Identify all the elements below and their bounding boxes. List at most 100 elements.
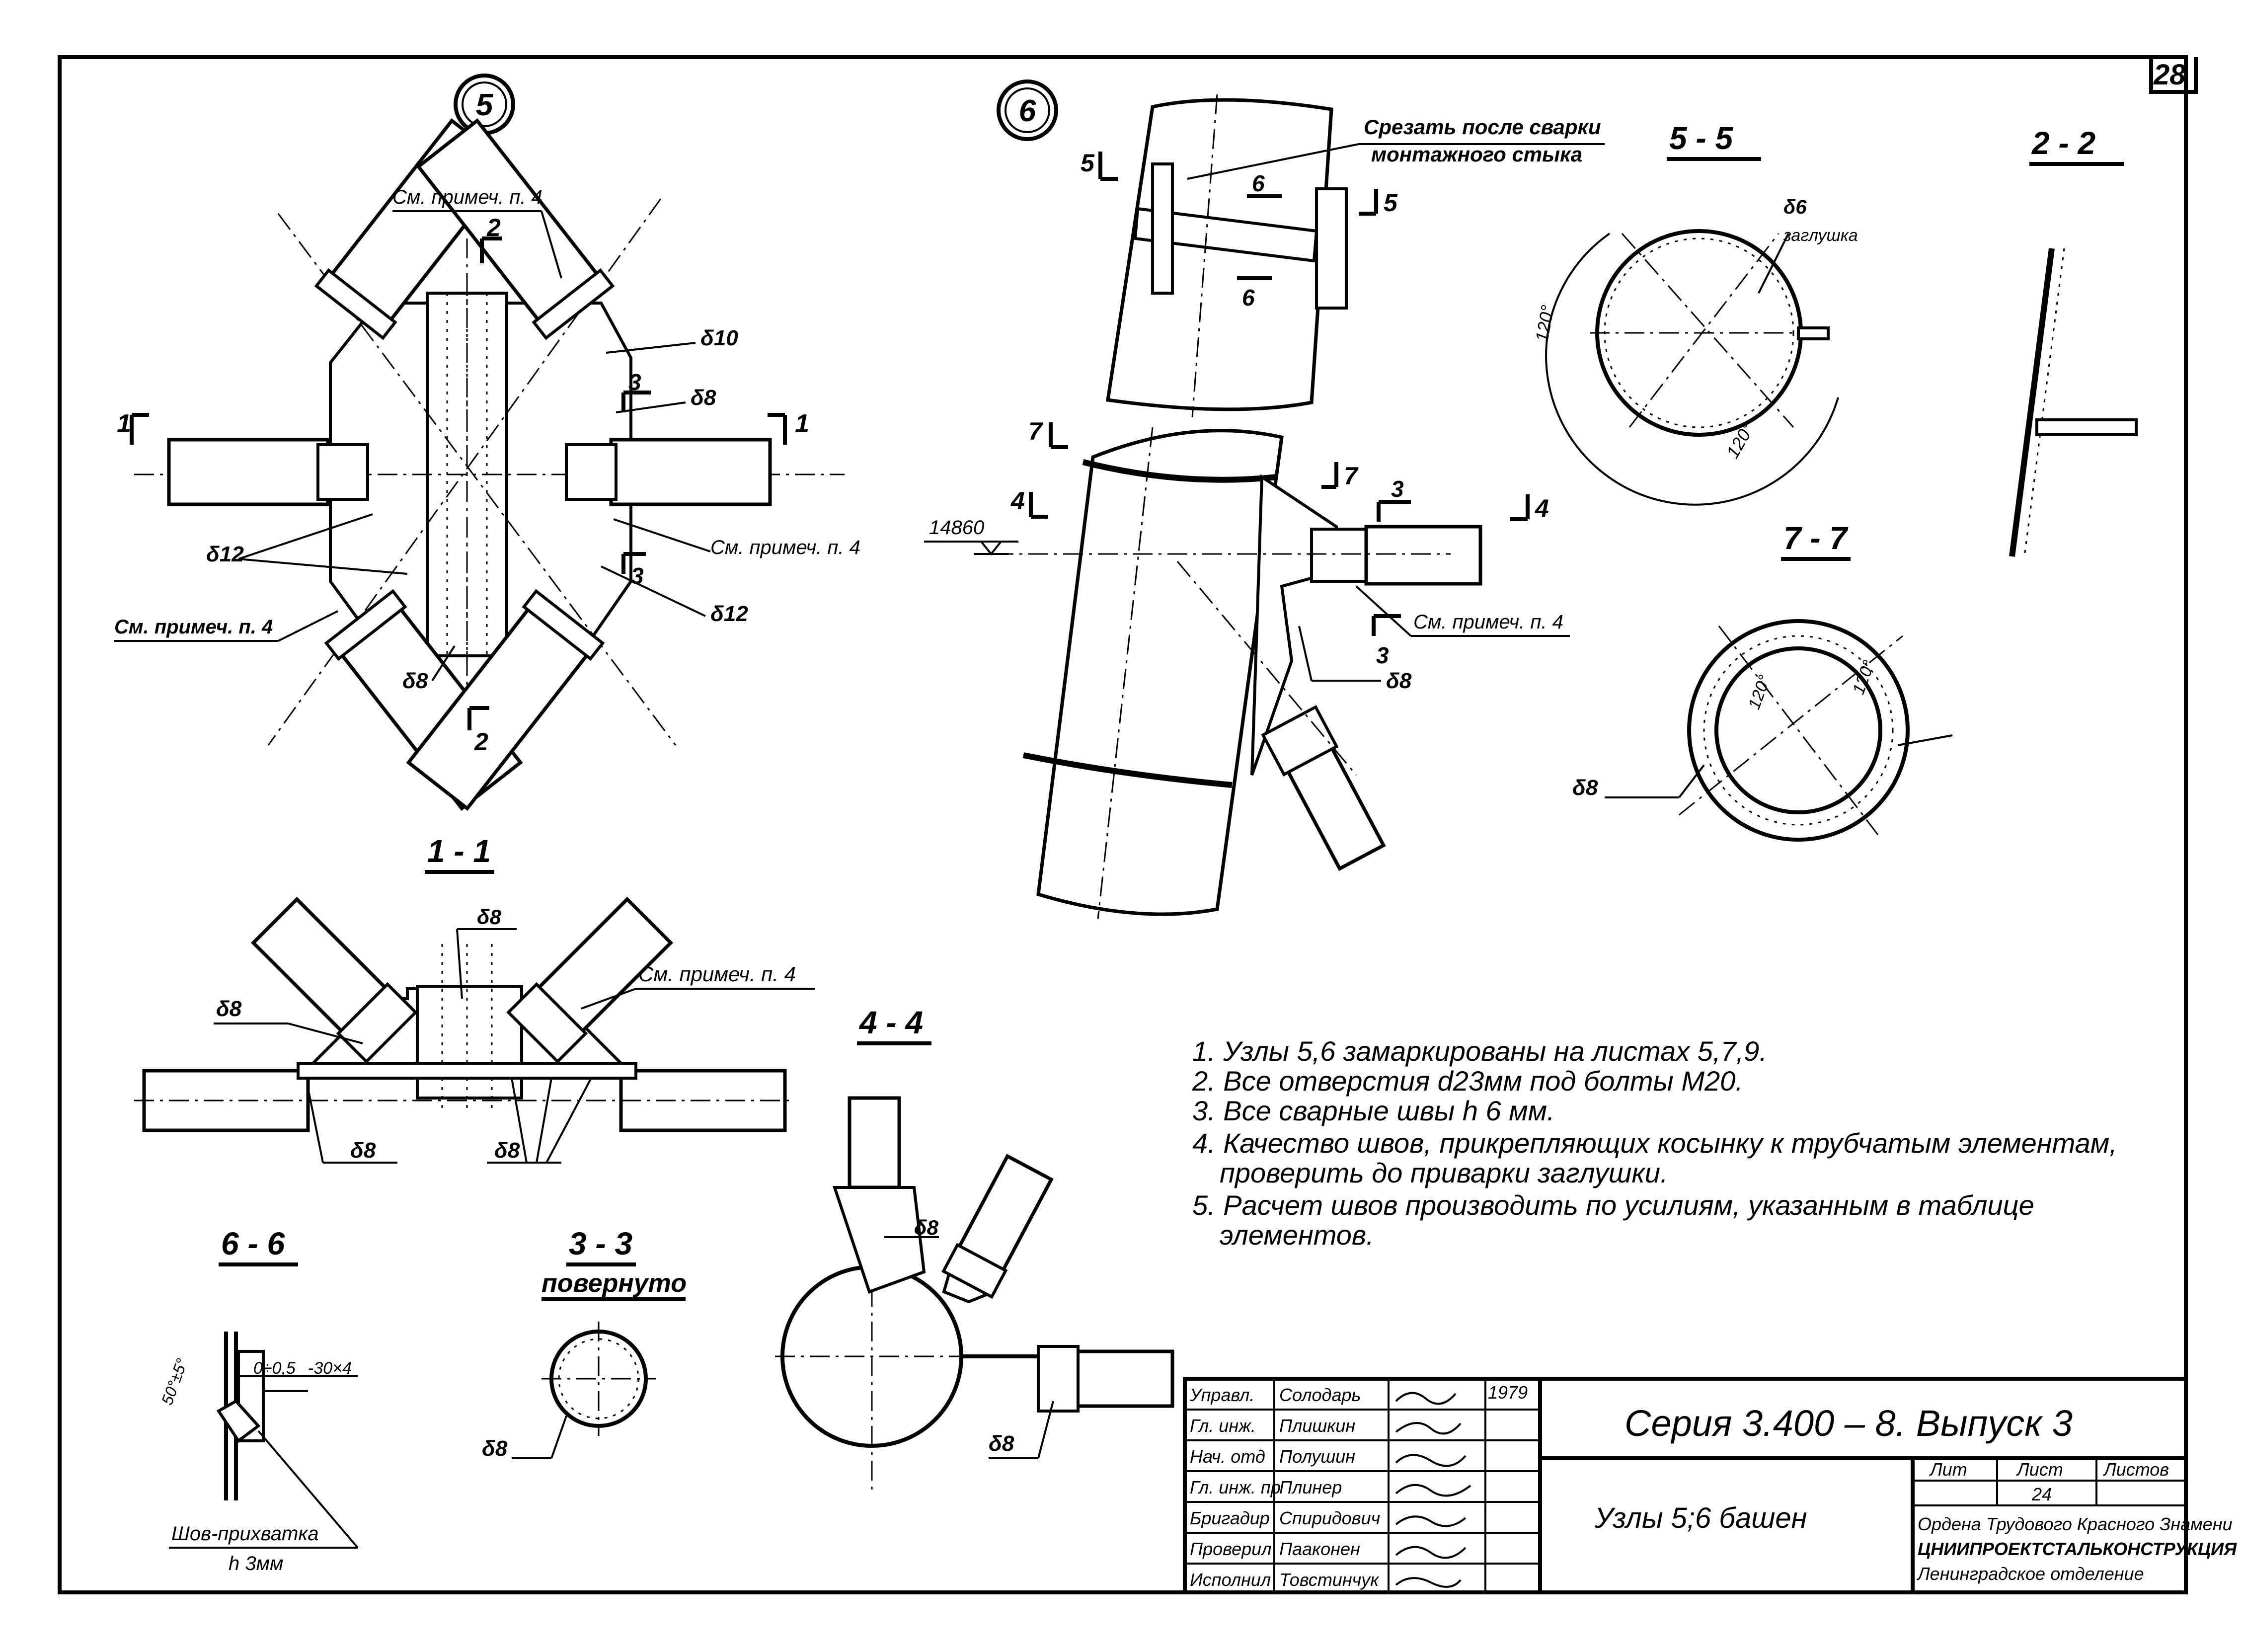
- section-3-3: 3 - 3 повернуто δ8: [482, 1226, 687, 1461]
- s77-thk: δ8: [1572, 776, 1598, 800]
- s55-angle-1: 120°: [1532, 304, 1558, 343]
- node6-sec-7-right: 7: [1344, 462, 1359, 490]
- s11-title: 1 - 1: [427, 833, 491, 869]
- s22-plate: [2035, 418, 2138, 436]
- tb-role-6: Исполнил: [1190, 1570, 1271, 1590]
- node6-cut-note-1: Срезать после сварки: [1364, 115, 1601, 139]
- tb-year: 1979: [1488, 1382, 1528, 1403]
- node5-thk-12-right: δ12: [710, 602, 748, 626]
- node6-sec-5-right: 5: [1384, 189, 1398, 217]
- section-1-1: 1 - 1 δ8 δ8 См. примеч. п. 4 δ8: [134, 833, 815, 1164]
- s55-title: 5 - 5: [1669, 120, 1733, 156]
- node6-elevation: 14860: [929, 517, 984, 539]
- s77-angle-2: 120°: [1849, 658, 1879, 697]
- node6-sec-4-left: 4: [1010, 487, 1025, 515]
- pipe-right: [609, 438, 772, 506]
- node6-sec-6-top: 6: [1252, 170, 1265, 196]
- signature-1: [1395, 1422, 1462, 1435]
- tb-name-4: Спиридович: [1279, 1508, 1380, 1528]
- node-5-label: 5: [476, 88, 494, 122]
- node6-lower-chord: [1036, 429, 1284, 916]
- s66-weld-size: h 3мм: [229, 1553, 283, 1574]
- node6-sec-5-left: 5: [1081, 149, 1095, 177]
- tb-org-1: Ордена Трудового Красного Знамени: [1918, 1514, 2233, 1534]
- s11-thk-bottom-right: δ8: [494, 1138, 520, 1163]
- tb-name-5: Пааконен: [1279, 1539, 1360, 1559]
- s11-note: См. примеч. п. 4: [638, 962, 796, 986]
- s11-pipe-upper-right: [506, 896, 674, 1064]
- node-6-view: 6 5 5 6 6 7 7: [924, 79, 1605, 920]
- node5-note-3: См. примеч. п. 4: [114, 616, 273, 638]
- tb-name-6: Товстинчук: [1279, 1570, 1380, 1590]
- s55-angle-2: 120°: [1722, 419, 1758, 462]
- s33-pipe: [549, 1330, 648, 1428]
- s77-title: 7 - 7: [1783, 520, 1849, 556]
- note-3: 3. Все сварные швы h 6 мм.: [1192, 1095, 1555, 1126]
- title-block: Управл. Солодарь Гл. инж. Плишкин Нач. о…: [1183, 1377, 2237, 1594]
- node6-thk-8: δ8: [1386, 669, 1412, 693]
- section-7-7: 7 - 7 120° 120° δ8: [1572, 520, 1953, 842]
- signature-2: [1395, 1454, 1467, 1467]
- signature-4: [1395, 1515, 1467, 1527]
- node6-note: См. примеч. п. 4: [1413, 611, 1563, 633]
- node5-thk-8-right: δ8: [691, 386, 716, 410]
- node6-sec-6-bottom: 6: [1242, 285, 1255, 311]
- tb-lit-header: Лит: [1929, 1459, 1967, 1480]
- section-2-2: 2 - 2: [2009, 125, 2138, 557]
- section-5-5: 5 - 5 δ6 заглушка 120° 120°: [1532, 120, 1858, 506]
- s66-weld-label: Шов-прихватка: [171, 1523, 318, 1545]
- node6-branch-diagonal: [1261, 705, 1386, 871]
- node5-note-1: См. примеч. п. 4: [392, 186, 542, 208]
- tb-role-1: Гл. инж.: [1190, 1416, 1256, 1436]
- node6-cut-note-2: монтажного стыка: [1371, 143, 1582, 166]
- s44-thk-lower: δ8: [989, 1431, 1014, 1456]
- section-mark-2-top: 2: [486, 214, 501, 241]
- node6-branch-right: [1364, 525, 1482, 586]
- sheet-frame: 28: [58, 55, 2198, 1594]
- node6-sec-4-right: 4: [1535, 494, 1549, 522]
- tb-name-1: Плишкин: [1279, 1416, 1355, 1436]
- pipe-left: [167, 438, 330, 506]
- tb-role-2: Нач. отд: [1190, 1446, 1265, 1467]
- s66-title: 6 - 6: [221, 1226, 285, 1261]
- tb-org-3: Ленинградское отделение: [1917, 1564, 2144, 1584]
- note-4-cont: проверить до приварки заглушки.: [1220, 1157, 1668, 1188]
- tb-role-3: Гл. инж. пр: [1190, 1477, 1281, 1497]
- s66-dim-plate: -30×4: [308, 1359, 352, 1378]
- section-mark-1-left: 1: [117, 409, 131, 438]
- s22-title: 2 - 2: [2031, 125, 2095, 161]
- tb-name-0: Солодарь: [1279, 1385, 1361, 1405]
- s66-dim-gap: 0÷0,5: [253, 1359, 296, 1378]
- node-5-view: 5: [114, 74, 860, 811]
- s66-dim-angle: 50°±5°: [158, 1356, 191, 1407]
- signature-0: [1395, 1392, 1457, 1405]
- s55-plug-thk: δ6: [1783, 196, 1807, 218]
- tb-drawing-title: Узлы 5;6 башен: [1594, 1502, 1807, 1534]
- section-4-4: 4 - 4 δ8 δ8: [775, 1005, 1174, 1491]
- s33-title: 3 - 3: [569, 1226, 632, 1261]
- note-5: 5. Расчет швов производить по усилиям, у…: [1192, 1189, 2034, 1221]
- node-6-label: 6: [1019, 94, 1036, 128]
- s11-thk-top: δ8: [477, 905, 502, 929]
- tb-role-5: Проверил: [1190, 1539, 1272, 1559]
- tb-sheets-header: Листов: [2103, 1459, 2169, 1480]
- tb-name-3: Плинер: [1279, 1477, 1342, 1497]
- s11-thk-bottom-left: δ8: [350, 1138, 376, 1163]
- s77-outer: [1687, 619, 1910, 842]
- s33-thk: δ8: [482, 1436, 508, 1461]
- tb-role-4: Бригадир: [1190, 1508, 1270, 1528]
- section-mark-1-right: 1: [795, 409, 809, 438]
- note-1: 1. Узлы 5,6 замаркированы на листах 5,7,…: [1192, 1035, 1767, 1067]
- note-5-cont: элементов.: [1220, 1219, 1374, 1251]
- tb-name-2: Полушин: [1279, 1446, 1355, 1467]
- note-4: 4. Качество швов, прикрепляющих косынку …: [1192, 1127, 2117, 1159]
- s77-inner: [1714, 646, 1882, 814]
- s44-branch: [941, 1154, 1054, 1299]
- s11-thk-left: δ8: [216, 997, 242, 1021]
- note-2: 2. Все отверстия d23мм под болты М20.: [1192, 1065, 1743, 1097]
- node5-thk-8-bottom: δ8: [402, 669, 428, 693]
- tb-org-2: ЦНИИПРОЕКТСТАЛЬКОНСТРУКЦИЯ: [1918, 1539, 2237, 1559]
- signature-5: [1395, 1546, 1467, 1559]
- tb-series: Серия 3.400 – 8. Выпуск 3: [1625, 1403, 2073, 1444]
